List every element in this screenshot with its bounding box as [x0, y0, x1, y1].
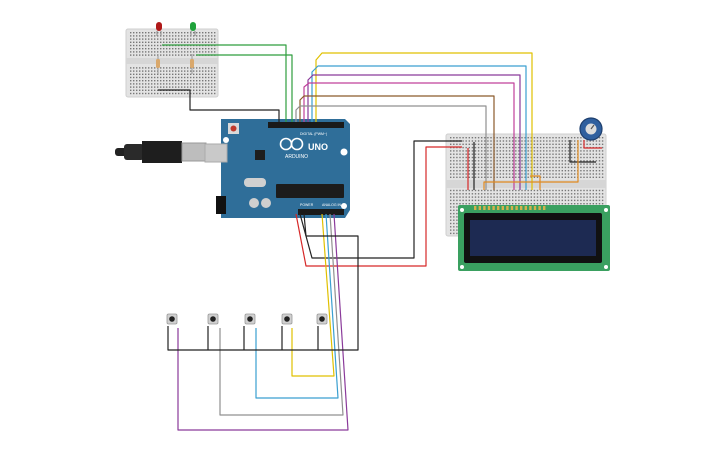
analog-power-header[interactable]	[298, 209, 344, 215]
red-led[interactable]	[156, 22, 162, 36]
usb-cable-icon	[115, 141, 207, 163]
lcd-pins	[474, 206, 546, 210]
wire-blue-lcd	[311, 65, 527, 190]
push-button-icon[interactable]	[166, 313, 178, 325]
wire-red-pot	[583, 140, 602, 149]
lcd-screen	[470, 220, 596, 256]
wire-black-pot	[569, 140, 596, 163]
wire-blue-btn	[255, 213, 339, 399]
analog-label: ANALOG IN	[322, 203, 342, 207]
wires	[158, 44, 602, 431]
wire-yellow-lcd	[315, 52, 533, 190]
wire-green-2	[196, 54, 293, 122]
wire-brown-lcd	[299, 95, 495, 190]
wire-black-led-gnd	[158, 89, 280, 122]
green-led[interactable]	[190, 22, 196, 36]
wire-orange-pot	[483, 140, 579, 190]
atmega-chip	[276, 184, 344, 198]
wire-orange-bb	[530, 175, 541, 190]
wire-red-5v	[295, 146, 462, 267]
wire-gray-lcd	[295, 105, 487, 190]
wire-black-btn-link	[207, 326, 319, 350]
lcd-16x2[interactable]	[458, 205, 610, 271]
push-buttons	[166, 313, 328, 325]
led-breadboard[interactable]	[125, 28, 219, 98]
push-button-icon[interactable]	[281, 313, 293, 325]
wire-magenta-lcd	[303, 82, 515, 190]
wire-black-gnd	[299, 140, 462, 259]
digital-label: DIGITAL (PWM~)	[300, 132, 327, 136]
wire-green-1	[162, 44, 287, 122]
arduino-logo-icon	[279, 137, 304, 151]
arduino-uno-board[interactable]: ARDUINO UNO DIGITAL (PWM~) POWER ANALOG …	[204, 119, 350, 218]
push-button-icon[interactable]	[244, 313, 256, 325]
power-label: POWER	[300, 203, 314, 207]
wire-purple-btn	[177, 213, 349, 431]
push-button-icon[interactable]	[207, 313, 219, 325]
potentiometer-icon[interactable]	[579, 117, 603, 141]
arduino-model-label: UNO	[308, 142, 328, 152]
wire-gray-btn	[219, 213, 344, 416]
push-button-icon[interactable]	[316, 313, 328, 325]
led-resistor-2[interactable]	[190, 54, 194, 74]
arduino-brand-label: ARDUINO	[285, 154, 308, 160]
wire-black-btn-gnd	[167, 213, 359, 351]
digital-header[interactable]	[268, 122, 344, 128]
led-resistor-1[interactable]	[156, 54, 160, 74]
wire-purple-lcd	[307, 74, 521, 190]
led-breadboard-holes	[130, 32, 216, 95]
wire-yellow-btn	[291, 213, 335, 377]
